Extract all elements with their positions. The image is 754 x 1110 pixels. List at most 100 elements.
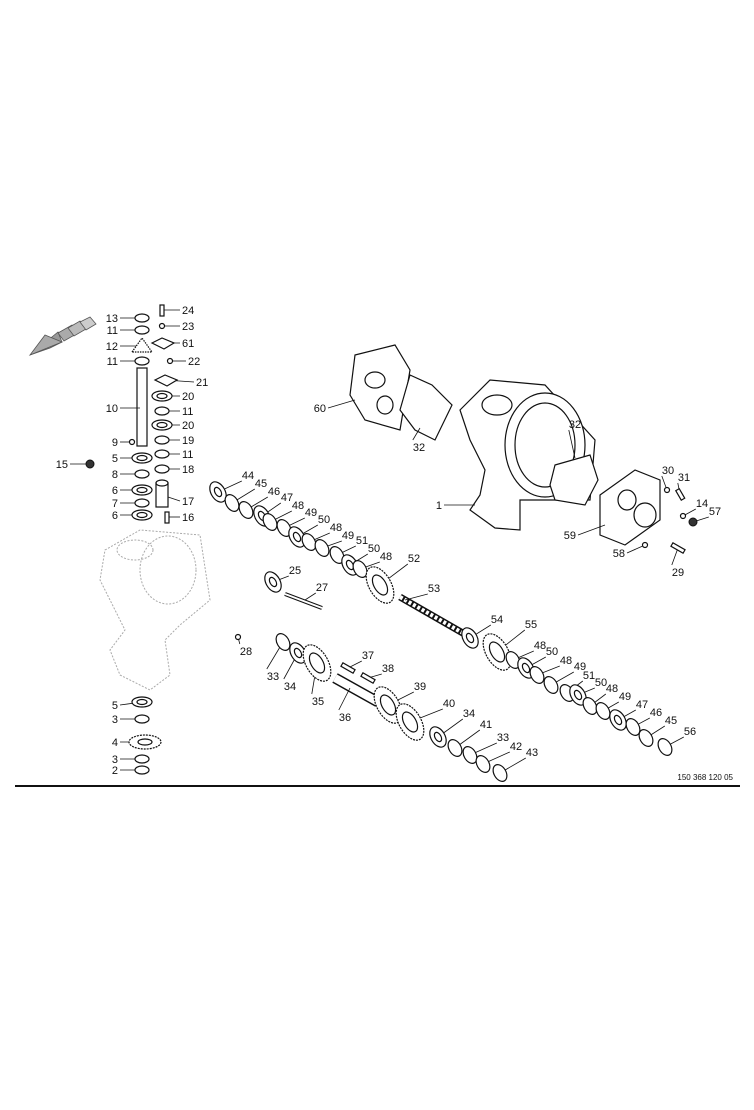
part-46-ring-icon: [238, 501, 254, 519]
gasket-32-right: [549, 454, 599, 506]
housing-ghost-outline: [99, 529, 211, 691]
part-33-ring-icon: [462, 746, 478, 764]
part-2-ring-icon: [134, 765, 150, 775]
callout-label: 34: [284, 681, 296, 693]
callout-label: 5: [112, 700, 118, 712]
part-24-bolt-icon: [159, 304, 165, 317]
leader-line: [671, 547, 679, 566]
callout-label: 54: [491, 614, 503, 626]
callout-label: 47: [636, 699, 648, 711]
callout-label: 50: [368, 543, 380, 555]
part-41-ring-icon: [447, 739, 463, 757]
part-16-bolt-icon: [164, 511, 170, 524]
callout-label: 6: [112, 510, 118, 522]
leader-line: [626, 544, 646, 554]
leader-line: [304, 592, 317, 601]
part-11-ring-icon: [154, 406, 170, 416]
callout-label: 43: [526, 747, 538, 759]
callout-label: 18: [182, 464, 194, 476]
part-38-pin-icon: [360, 671, 376, 685]
part-20-bearing-icon: [151, 419, 173, 431]
callout-label: 33: [497, 732, 509, 744]
callout-label: 61: [182, 338, 194, 350]
leader-line: [404, 593, 428, 601]
part-35-gear-icon: [302, 644, 332, 682]
callout-label: 39: [414, 681, 426, 693]
part-52-gear-icon: [365, 566, 395, 604]
callout-label: 46: [268, 486, 280, 498]
part-55-gear-icon: [482, 633, 512, 671]
callout-label: 41: [480, 719, 492, 731]
callout-label: 49: [342, 530, 354, 542]
part-46-ring-icon: [625, 718, 641, 736]
callout-label: 12: [106, 341, 118, 353]
callout-label: 50: [595, 677, 607, 689]
part-12-cone-icon: [130, 336, 154, 353]
callout-label: 37: [362, 650, 374, 662]
callout-label: 36: [339, 712, 351, 724]
callout-label: 42: [510, 741, 522, 753]
part-43-ring-icon: [492, 764, 508, 782]
part-48-ring-icon: [352, 560, 368, 578]
callout-label: 33: [267, 671, 279, 683]
drawing-number: 150 368 120 05: [677, 773, 733, 782]
part-57-nut-icon: [688, 517, 698, 527]
part-3-ring-icon: [134, 714, 150, 724]
callout-label: 30: [662, 465, 674, 477]
part-15-nut-icon: [85, 459, 95, 469]
part-20-bearing-icon: [151, 390, 173, 402]
callout-label: 20: [182, 420, 194, 432]
callout-label: 51: [356, 535, 368, 547]
part-48-ring-icon: [262, 513, 278, 531]
callout-label: 32: [413, 442, 425, 454]
gasket-32-left: [399, 374, 453, 441]
part-48-ring-icon: [301, 533, 317, 551]
leader-line: [568, 429, 576, 459]
part-44-bearing-icon: [209, 481, 227, 503]
main-housing: [459, 379, 596, 531]
part-3-ring-icon: [134, 754, 150, 764]
callout-label: 48: [380, 551, 392, 563]
part-48-ring-icon: [582, 697, 598, 715]
part-47-bearing-icon: [609, 709, 627, 731]
part-54-bearing-icon: [461, 627, 479, 649]
part-5-bearing-icon: [131, 696, 153, 708]
part-45-ring-icon: [638, 729, 654, 747]
callout-label: 59: [564, 530, 576, 542]
part-21-plate-icon: [153, 374, 179, 387]
callout-label: 56: [684, 726, 696, 738]
callout-label: 47: [281, 492, 293, 504]
callout-label: 31: [678, 472, 690, 484]
part-50-bearing-icon: [288, 526, 306, 548]
callout-label: 2: [112, 765, 118, 777]
callout-label: 50: [546, 646, 558, 658]
callout-label: 11: [182, 406, 193, 418]
callout-label: 7: [112, 498, 118, 510]
part-6-bearing-icon: [131, 509, 153, 521]
shaft-53: [398, 593, 470, 640]
part-48-ring-icon: [505, 651, 521, 669]
callout-label: 21: [196, 377, 208, 389]
part-5-bearing-icon: [131, 452, 153, 464]
callout-label: 9: [112, 437, 118, 449]
callout-label: 10: [106, 403, 118, 415]
callout-label: 11: [107, 325, 118, 337]
callout-label: 27: [316, 582, 328, 594]
callout-label: 24: [182, 305, 194, 317]
callout-label: 8: [112, 469, 118, 481]
leader-line: [577, 524, 606, 536]
callout-label: 13: [106, 313, 118, 325]
callout-label: 34: [463, 708, 475, 720]
part-6-bearing-icon: [131, 484, 153, 496]
callout-label: 58: [613, 548, 625, 560]
pin-27-inner: [284, 593, 323, 609]
callout-label: 60: [314, 403, 326, 415]
callout-label: 3: [112, 714, 118, 726]
part-58-small-icon: [641, 541, 649, 549]
part-49-ring-icon: [595, 702, 611, 720]
leader-line: [338, 687, 351, 711]
parts: [85, 304, 698, 782]
callout-label: 23: [182, 321, 194, 333]
part-4-gear-icon: [128, 734, 162, 750]
